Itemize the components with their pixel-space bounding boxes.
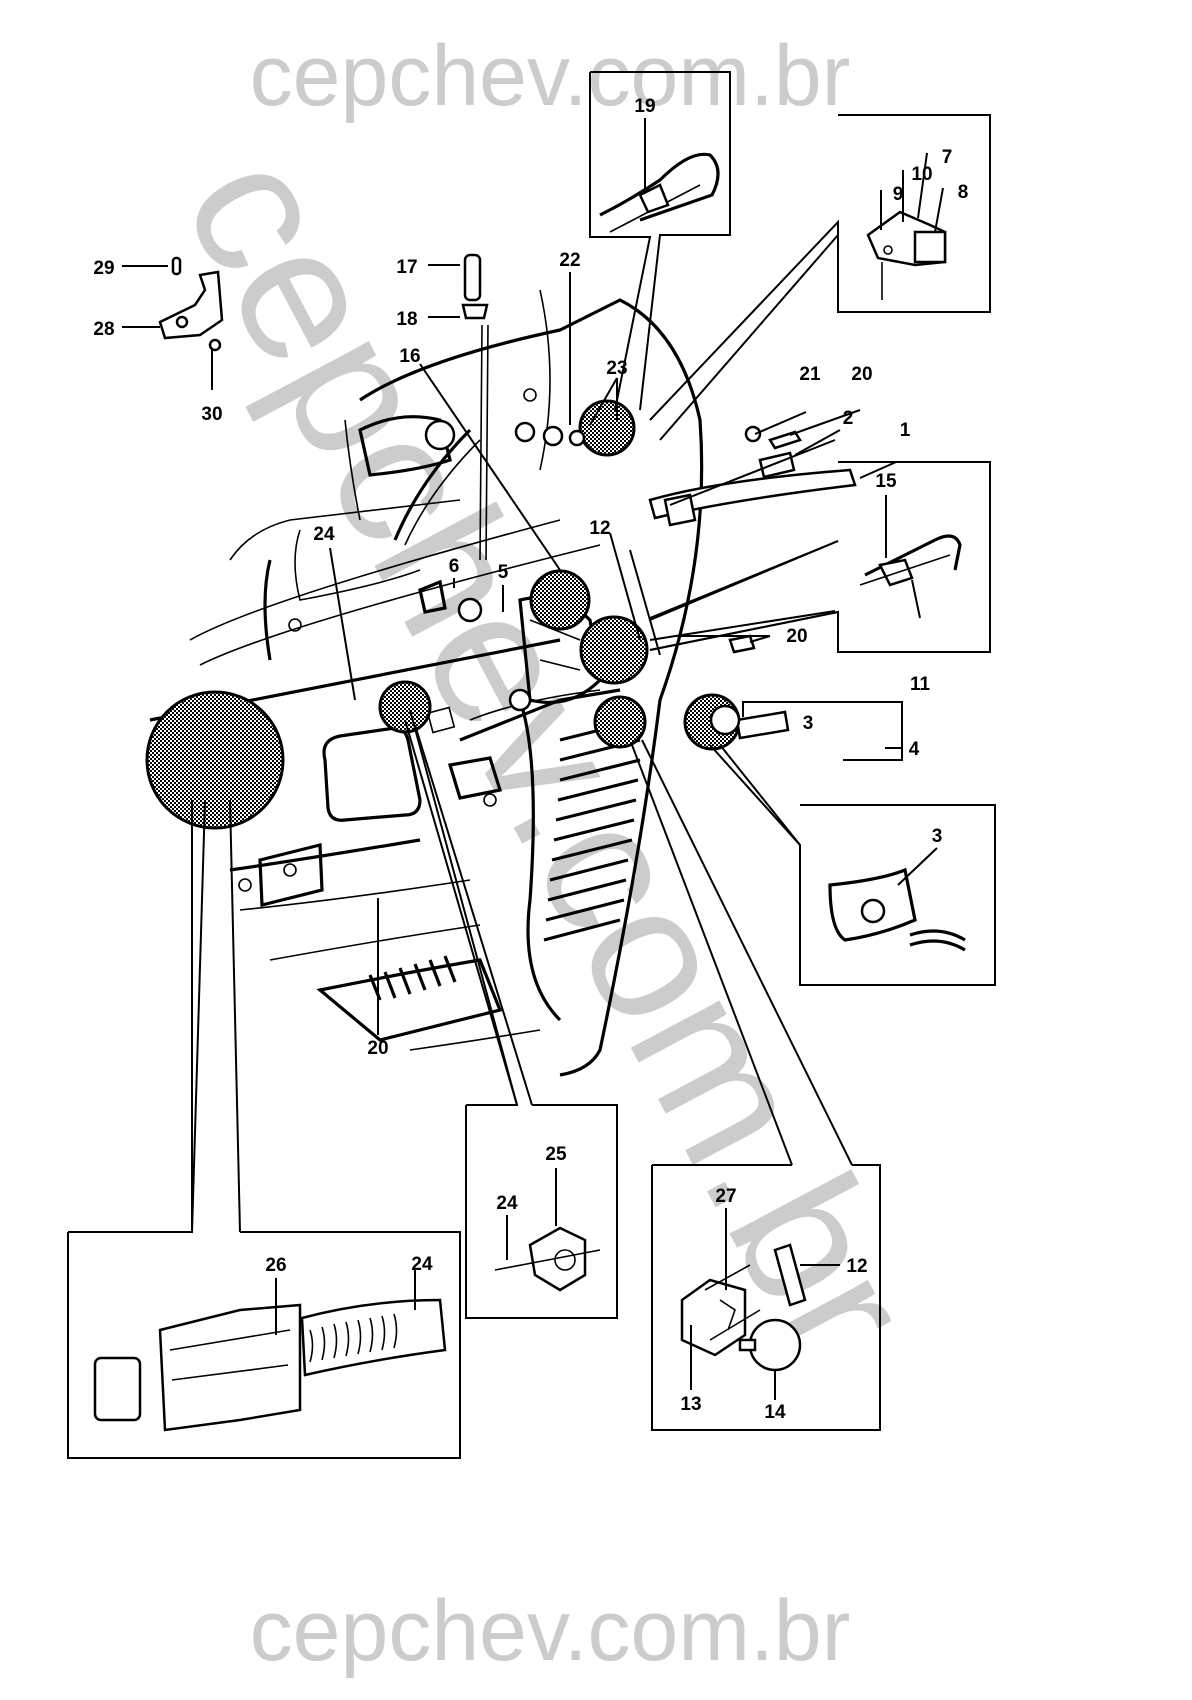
callout-labels: 19 10 7 9 8 29 28 30 17 18 22 16 23 21 2… (93, 96, 968, 1423)
callout-19: 19 (634, 96, 655, 117)
callout-24-detail-26: 24 (411, 1254, 433, 1275)
callout-24-main: 24 (313, 524, 335, 545)
detail-marker-16 (529, 569, 591, 631)
detail-marker-12-14 (593, 695, 647, 749)
callout-1: 1 (900, 420, 911, 441)
parts-16-18-22-23 (419, 253, 618, 571)
detail-box-11-15 (649, 461, 991, 653)
callout-4: 4 (909, 739, 920, 760)
detail-box-7-10 (649, 114, 991, 441)
callout-6: 6 (449, 556, 460, 577)
lower-grille (368, 955, 457, 1001)
callout-27: 27 (715, 1186, 736, 1207)
callout-30: 30 (201, 404, 222, 425)
callout-22: 22 (559, 250, 580, 271)
detail-marker-19 (578, 399, 636, 457)
callout-5: 5 (498, 562, 509, 583)
watermark-top: cepchev.com.br (250, 28, 851, 124)
detail-box-24-26 (67, 799, 461, 1459)
callout-20-bottom: 20 (367, 1038, 388, 1059)
vent-grille (543, 718, 641, 942)
callout-8: 8 (958, 182, 969, 203)
callout-12-main: 12 (589, 518, 610, 539)
callout-3-main: 3 (803, 713, 814, 734)
detail-box-24-25 (404, 709, 618, 1319)
callout-7: 7 (942, 147, 953, 168)
callout-21: 21 (799, 364, 821, 385)
detail-marker-11-15 (579, 615, 649, 685)
callout-14: 14 (764, 1402, 786, 1423)
callout-11: 11 (910, 674, 931, 695)
detail-marker-25 (378, 680, 432, 734)
callout-10: 10 (911, 164, 932, 185)
callout-26: 26 (265, 1255, 286, 1276)
parts-1-2-20-21 (629, 409, 903, 761)
detail-marker-26 (145, 690, 285, 830)
detail-box-19 (589, 71, 731, 411)
door-body-illustration (149, 289, 704, 1077)
callout-20-mid: 20 (786, 626, 807, 647)
callout-13: 13 (680, 1394, 701, 1415)
callout-29: 29 (93, 258, 114, 279)
watermark-bottom: cepchev.com.br (250, 1583, 851, 1679)
callout-15: 15 (875, 471, 897, 492)
callout-16: 16 (399, 346, 420, 367)
callout-9: 9 (893, 184, 904, 205)
callout-24-detail-25: 24 (496, 1193, 518, 1214)
callout-18: 18 (396, 309, 417, 330)
callout-17: 17 (396, 257, 417, 278)
spring (309, 1313, 398, 1363)
callout-28: 28 (93, 319, 114, 340)
callout-25: 25 (545, 1144, 567, 1165)
callout-20-top: 20 (851, 364, 872, 385)
detail-markers (145, 399, 741, 830)
callout-23: 23 (606, 358, 627, 379)
callout-2: 2 (843, 408, 854, 429)
parts-28-30 (122, 256, 224, 390)
detail-box-3 (709, 744, 996, 986)
callout-3-detail: 3 (932, 826, 943, 847)
callout-12-detail: 12 (846, 1256, 867, 1277)
detail-box-12-14-27 (631, 739, 881, 1431)
leader-lines (329, 532, 770, 1035)
